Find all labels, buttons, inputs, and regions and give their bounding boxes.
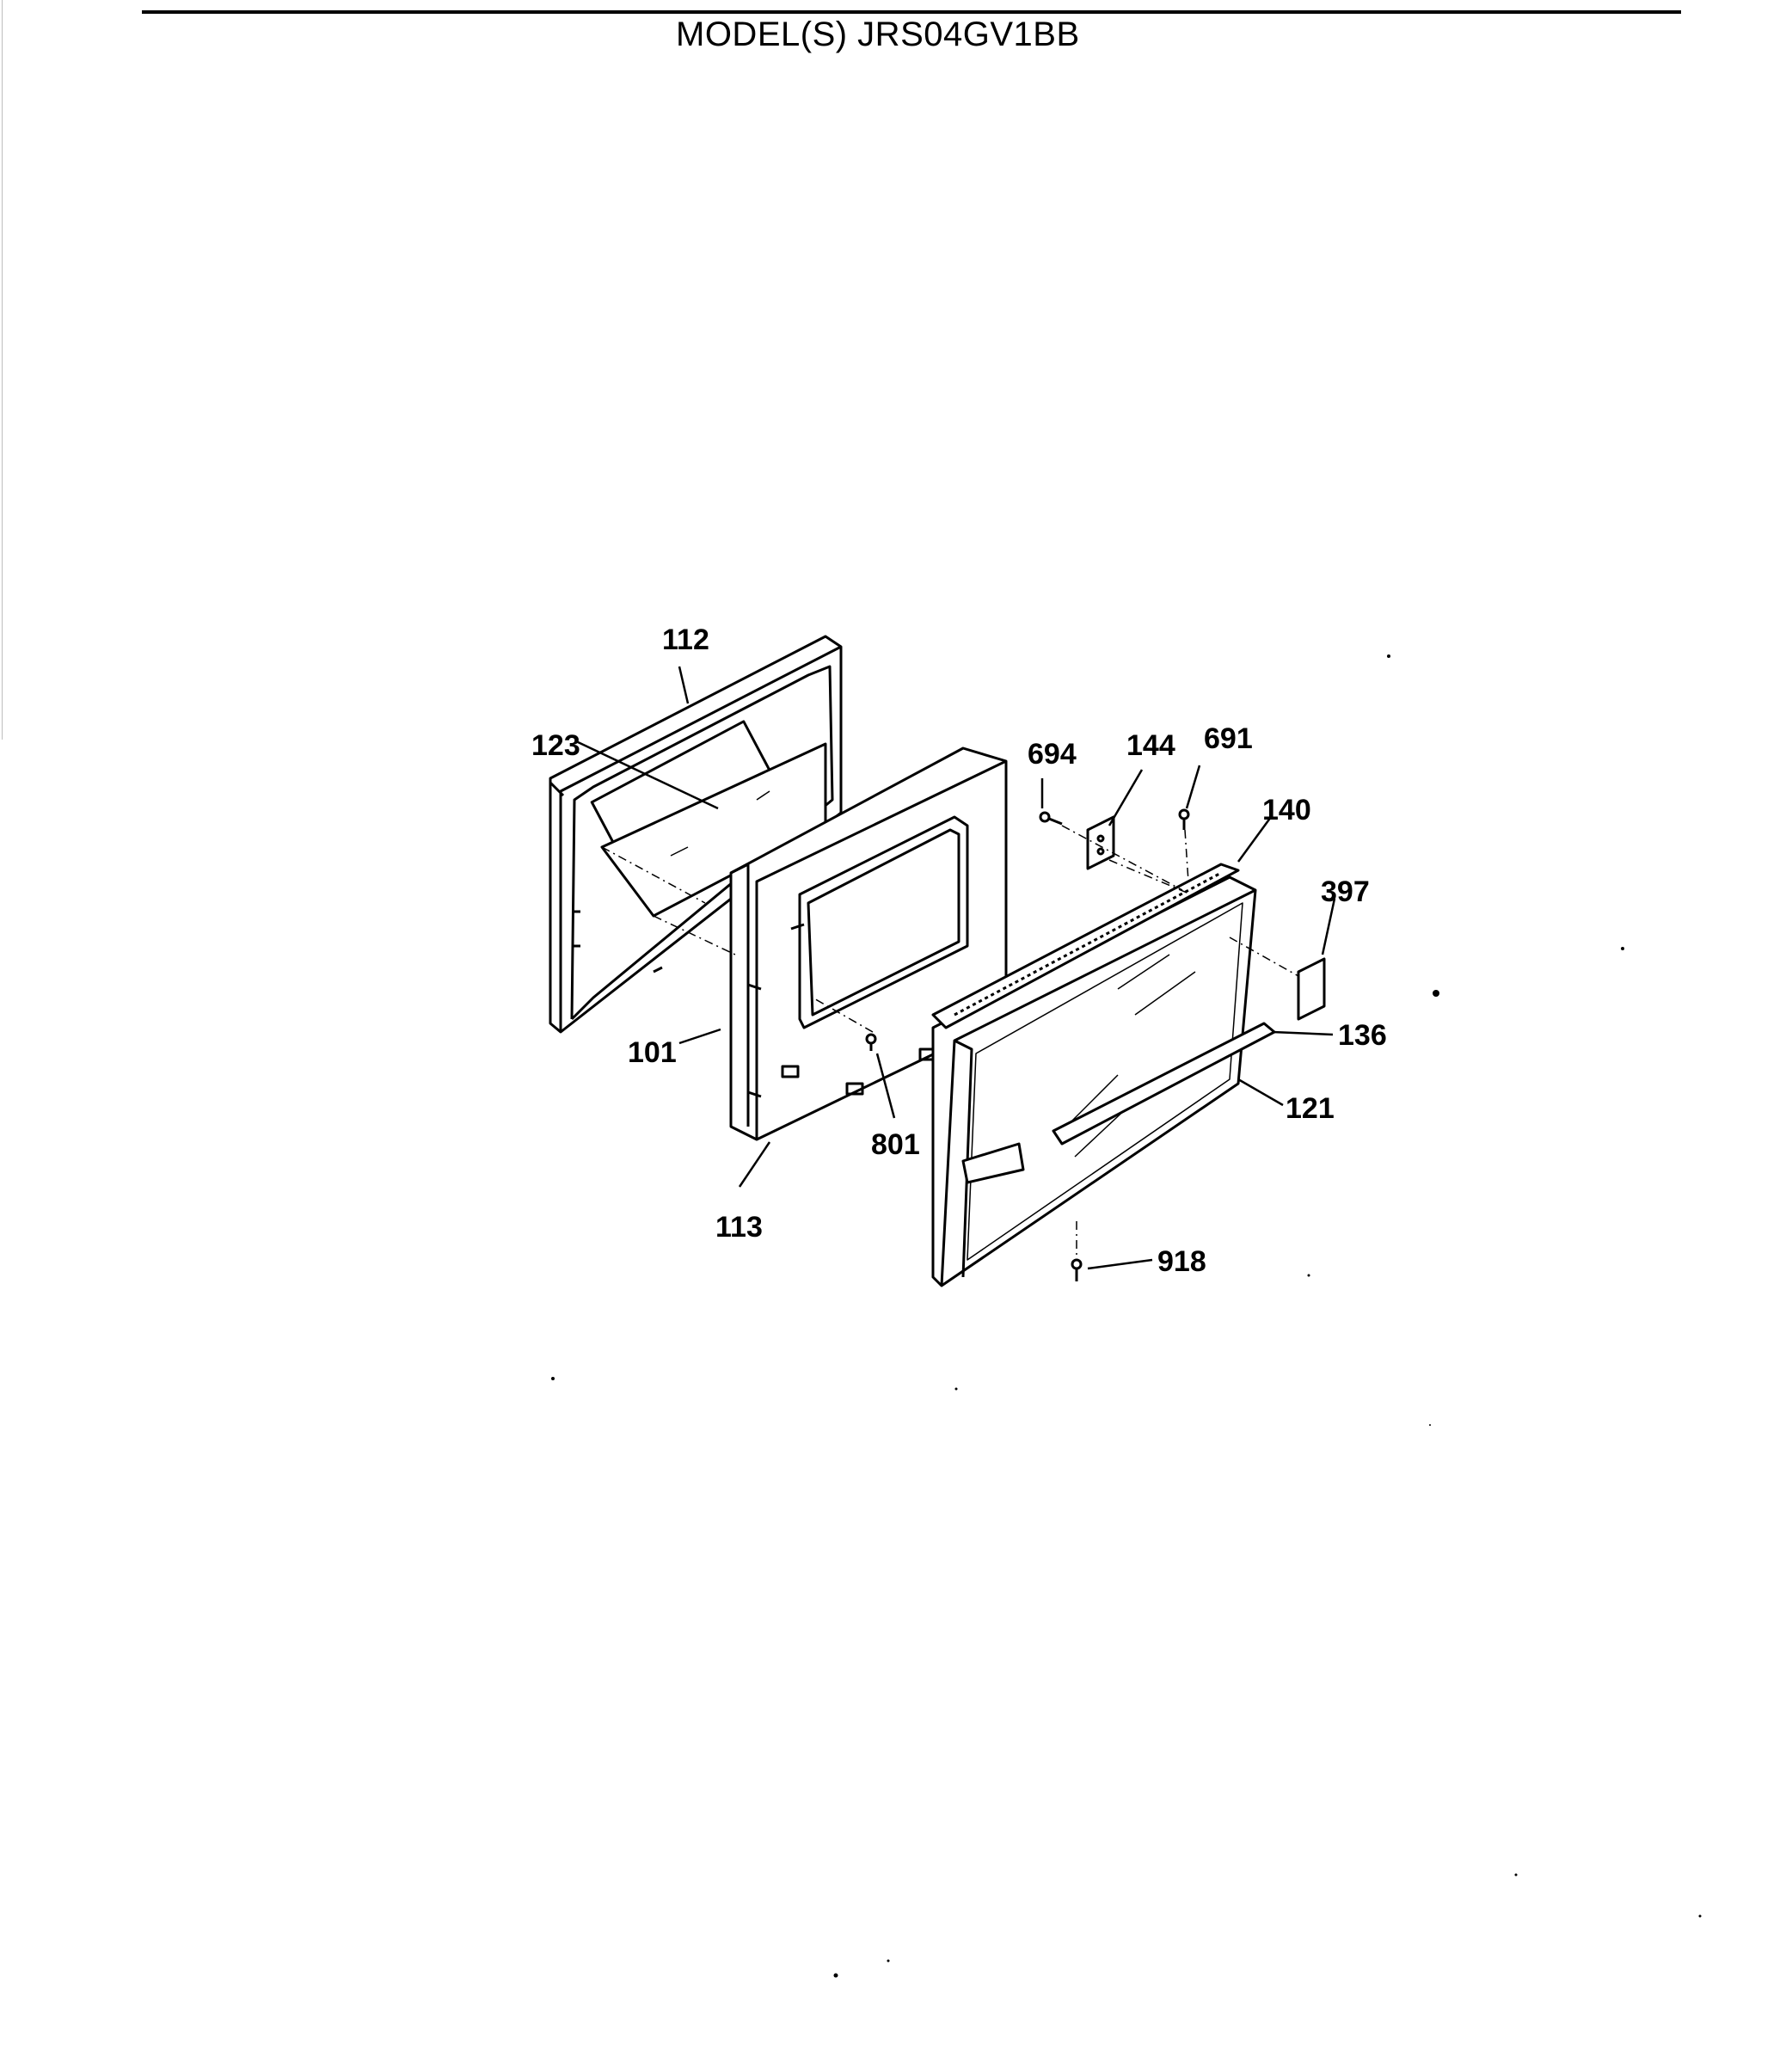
screw-part-691	[1178, 808, 1190, 830]
vent-trim-part-140	[931, 863, 1240, 1029]
outer-door-panel-part-121	[931, 875, 1257, 1287]
part-label-101: 101	[628, 1036, 677, 1069]
screw-part-801	[865, 1033, 877, 1051]
scan-specks	[551, 654, 1702, 1978]
screw-part-694	[1039, 811, 1063, 826]
part-label-140: 140	[1262, 794, 1311, 826]
part-label-918: 918	[1157, 1245, 1206, 1278]
part-label-136: 136	[1338, 1019, 1387, 1052]
screw-part-918	[1071, 1258, 1083, 1281]
assembly-lines	[601, 825, 1299, 1260]
part-label-121: 121	[1286, 1092, 1335, 1125]
end-cap-part-397	[1297, 957, 1326, 1021]
part-label-801: 801	[871, 1128, 920, 1161]
page-edge-line	[2, 0, 3, 740]
part-label-694: 694	[1028, 738, 1077, 771]
header-rule	[142, 10, 1681, 14]
model-title: MODEL(S) JRS04GV1BB	[676, 15, 1080, 53]
part-label-691: 691	[1204, 722, 1253, 755]
part-label-123: 123	[531, 729, 580, 762]
leader-lines	[575, 666, 1336, 1270]
hinge-bracket-part-144	[1086, 815, 1115, 870]
part-label-113: 113	[715, 1211, 763, 1244]
part-label-144: 144	[1126, 729, 1175, 762]
part-label-112: 112	[662, 624, 709, 656]
part-label-397: 397	[1321, 875, 1370, 908]
